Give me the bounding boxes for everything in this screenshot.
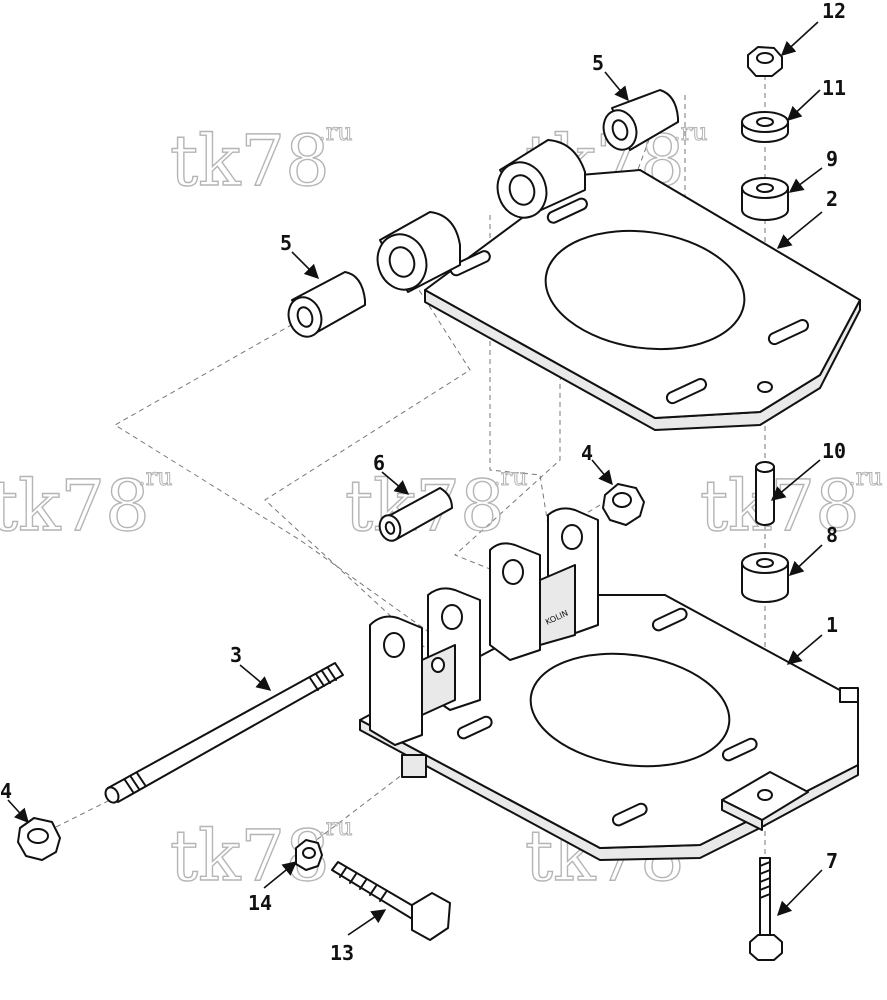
callout-13: 13 [330,909,387,965]
callout-label: 10 [822,439,846,463]
callout-1: 1 [786,613,838,665]
watermark-suffix: .ru [493,463,528,491]
callout-4-lower: 4 [0,779,29,824]
callout-label: 9 [826,147,838,171]
callout-9: 9 [788,147,838,193]
part-7-bolt [749,857,783,961]
callout-label: 4 [0,779,12,803]
callout-6: 6 [373,451,410,495]
callout-label: 5 [592,51,604,75]
part-4-nut-lower [17,817,61,861]
callout-11: 11 [786,76,846,121]
part-10-sleeve [755,461,775,526]
callout-label: 2 [826,187,838,211]
watermark-text: tk78 [700,465,860,547]
part-8-spacer [741,552,789,603]
callout-10: 10 [770,439,846,501]
callout-label: 1 [826,613,838,637]
part-5-bushing-right [602,89,679,151]
callout-label: 11 [822,76,846,100]
part-3-threaded-rod [104,662,344,804]
part-5-bushing-left [287,271,366,338]
callout-label: 4 [581,441,593,465]
callout-label: 3 [230,643,242,667]
callout-2: 2 [776,187,838,249]
part-12-nut [747,46,783,77]
callout-5-right: 5 [592,51,629,102]
callout-label: 8 [826,523,838,547]
callout-label: 6 [373,451,385,475]
watermark-suffix: .ru [848,463,883,491]
part-1-base-plate [359,594,859,861]
callouts: 12 11 9 2 5 5 6 4 10 8 1 3 4 7 14 13 [0,0,846,965]
watermark-text: tk78 [170,120,330,202]
callout-4-upper: 4 [581,441,613,486]
part-2-upper-plate [376,139,861,431]
part-11-washer [741,111,789,143]
part-13-bolt [331,861,451,941]
callout-label: 13 [330,941,354,965]
callout-8: 8 [788,523,838,576]
part-4-nut-upper [602,483,645,526]
callout-7: 7 [776,849,838,917]
callout-3: 3 [230,643,272,691]
callout-label: 14 [248,891,272,915]
part-9-washer [741,177,789,221]
watermark-text: tk78 [0,465,150,547]
watermark-suffix: .ru [318,118,353,146]
part-1-lugs: KOLIN [369,507,599,746]
callout-12: 12 [780,0,846,56]
part-6-pin [378,487,453,542]
watermark-suffix: .ru [138,463,173,491]
callout-label: 7 [826,849,838,873]
callout-label: 12 [822,0,846,23]
callout-5-left: 5 [280,231,320,280]
part-14-nut [295,839,323,871]
watermark-suffix: .ru [318,813,353,841]
callout-14: 14 [248,861,298,915]
callout-label: 5 [280,231,292,255]
